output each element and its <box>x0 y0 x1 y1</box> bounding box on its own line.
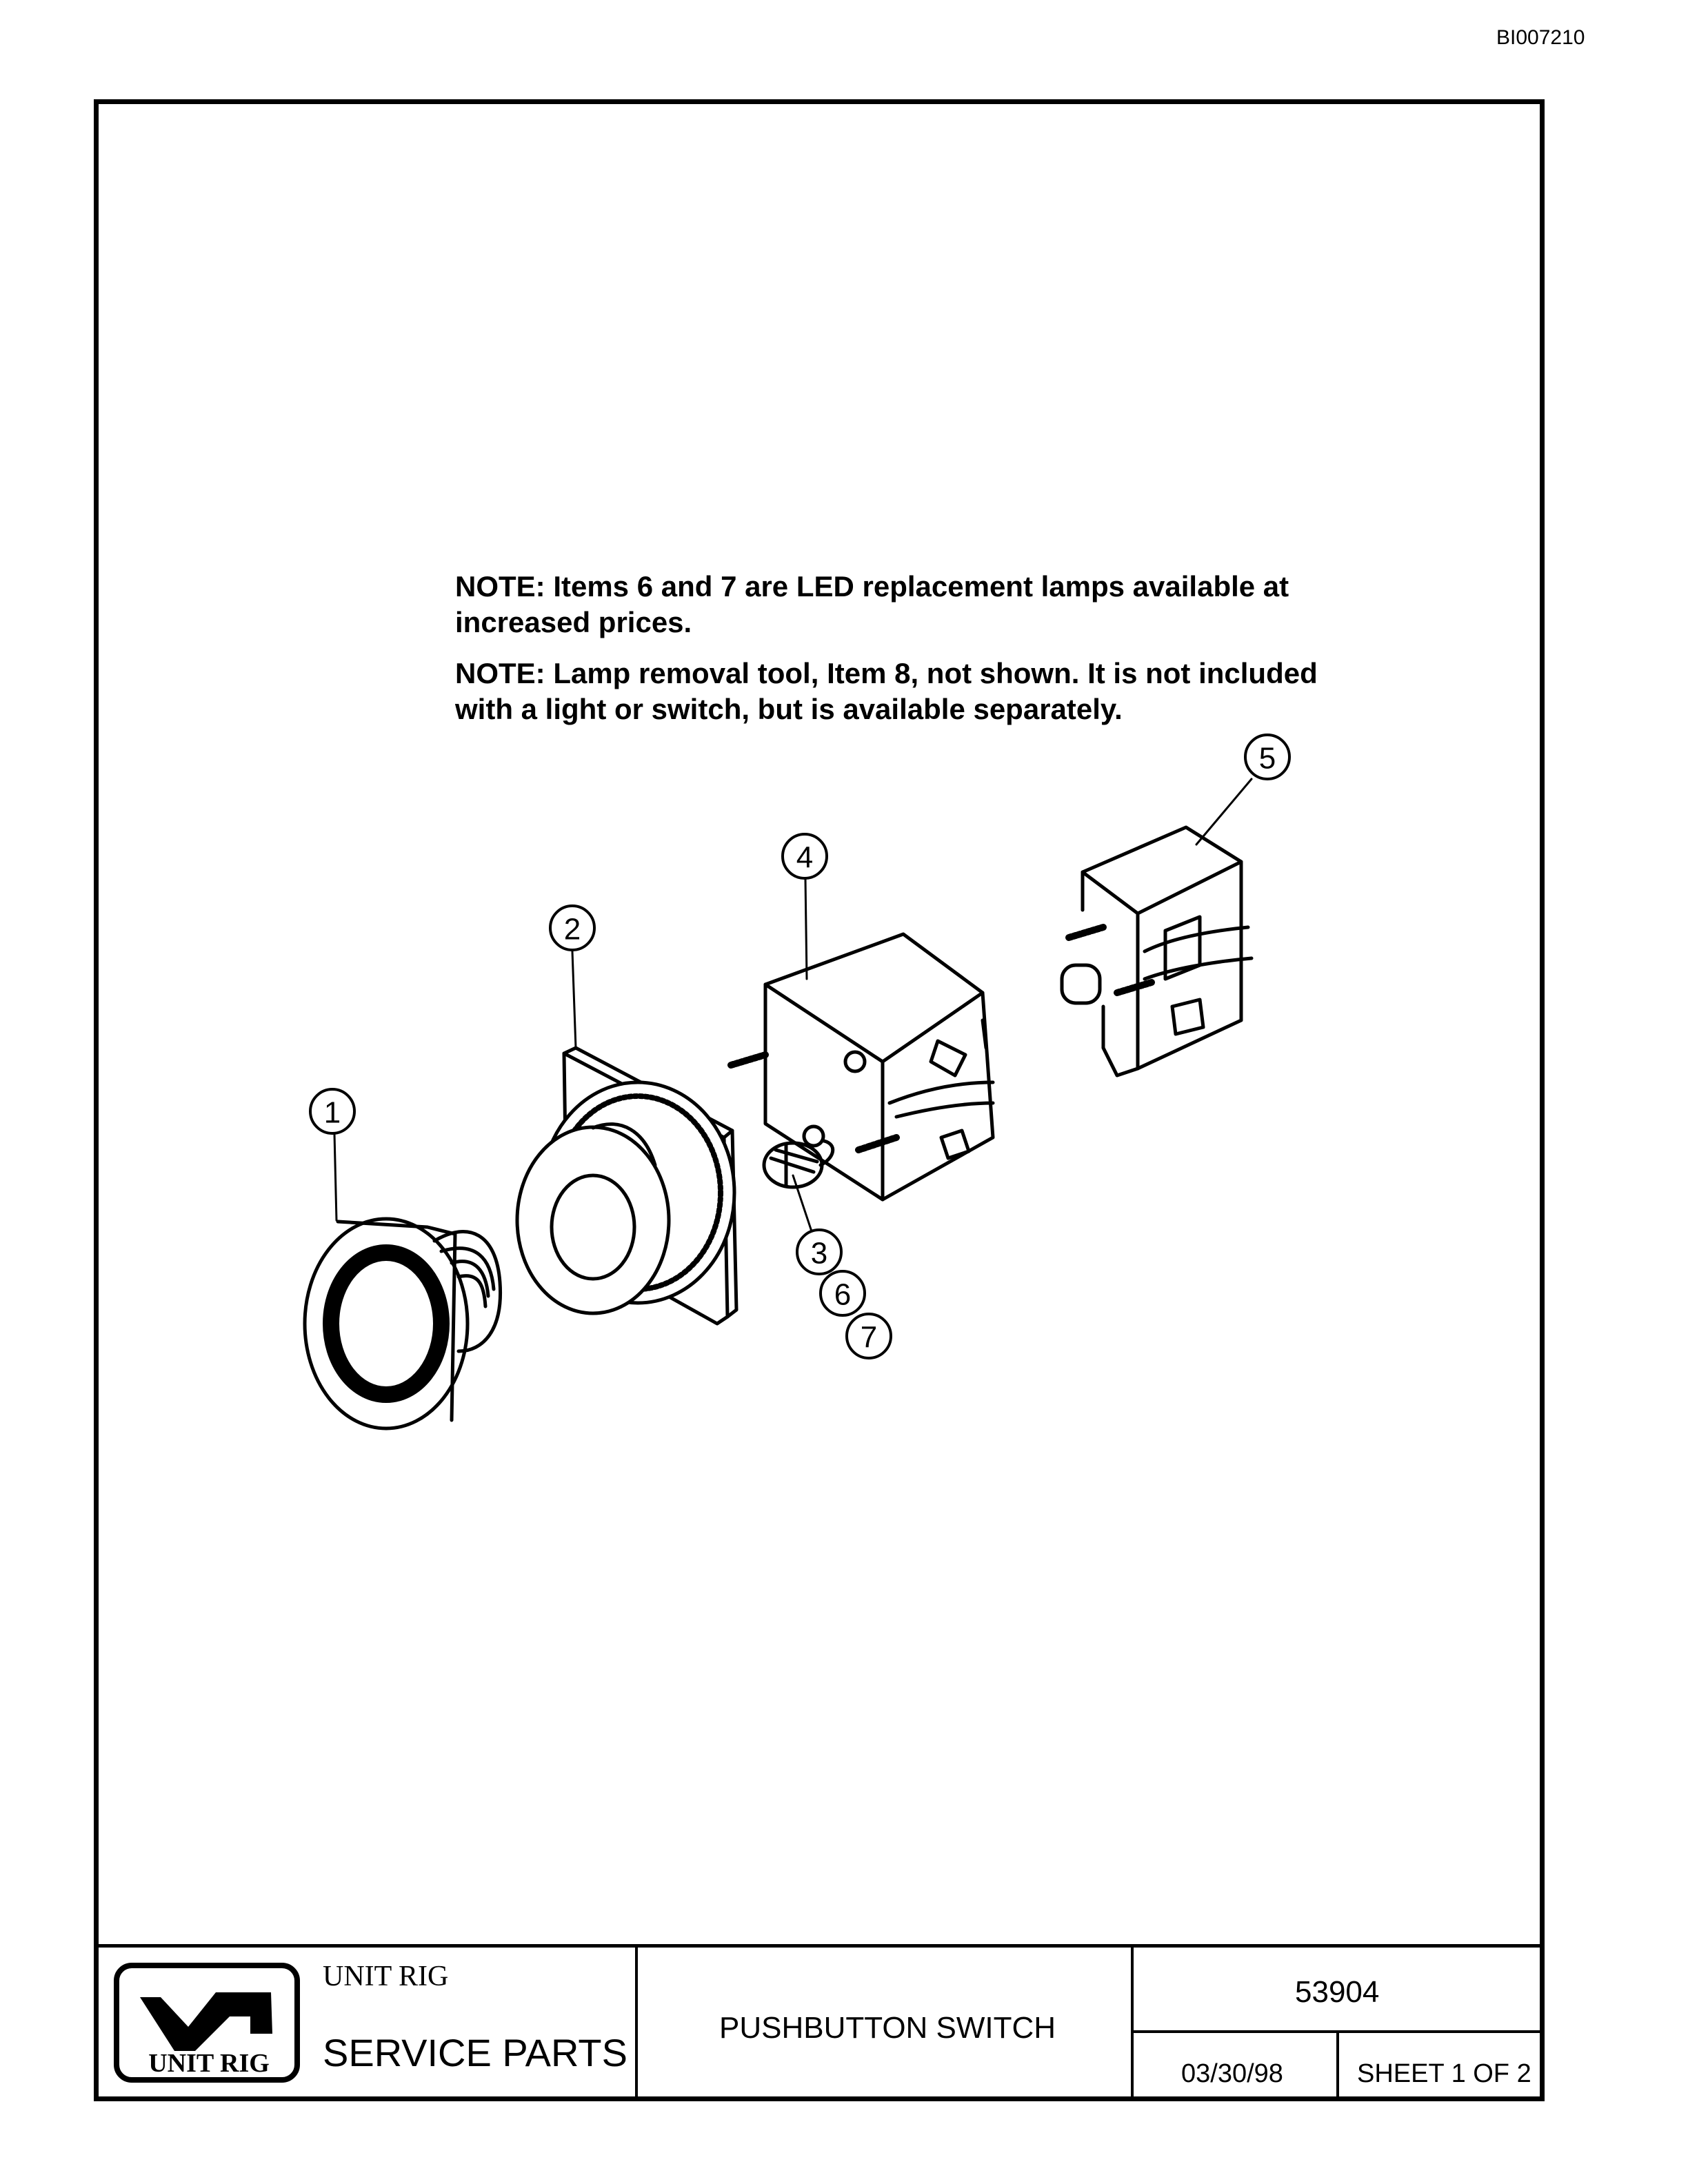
contact-block-part <box>1060 825 1254 1078</box>
note-led-lamps: NOTE: Items 6 and 7 are LED replacement … <box>455 570 1289 638</box>
divider <box>1336 2030 1339 2096</box>
callout-label: 5 <box>1259 742 1276 776</box>
department-title: SERVICE PARTS <box>323 2031 627 2074</box>
divider <box>1131 1948 1134 2096</box>
callout-1: 1 <box>309 1088 356 1135</box>
title-block: UNIT RIG UNIT RIG SERVICE PARTS PUSHBUTT… <box>99 1944 1540 2096</box>
company-logo: UNIT RIG <box>112 1961 305 2085</box>
notes-block: NOTE: Items 6 and 7 are LED replacement … <box>455 569 1365 742</box>
note-removal-tool: NOTE: Lamp removal tool, Item 8, not sho… <box>455 657 1318 725</box>
company-name: UNIT RIG <box>323 1961 449 1992</box>
callout-5: 5 <box>1244 734 1291 780</box>
lamp-module-part <box>727 932 995 1202</box>
sheet-number: SHEET 1 OF 2 <box>1357 2059 1531 2088</box>
document-id: BI007210 <box>1496 26 1585 49</box>
part-number: 53904 <box>1295 1975 1380 2009</box>
divider <box>635 1948 638 2096</box>
callout-label: 6 <box>834 1278 851 1312</box>
callout-label: 3 <box>811 1237 827 1271</box>
callout-6: 6 <box>819 1270 866 1317</box>
lamp-bulb-part <box>762 1139 834 1189</box>
operator-bezel-part <box>515 1046 738 1326</box>
callout-label: 7 <box>861 1321 877 1355</box>
divider <box>1131 2030 1540 2033</box>
part-name: PUSHBUTTON SWITCH <box>719 2011 1056 2045</box>
logo-wordmark: UNIT RIG <box>148 2049 270 2078</box>
callout-3: 3 <box>796 1228 843 1275</box>
drawing-frame <box>94 99 1545 2101</box>
callout-7: 7 <box>845 1313 892 1359</box>
callout-2: 2 <box>549 904 596 951</box>
callout-label: 1 <box>324 1096 341 1130</box>
callout-label: 4 <box>796 841 813 875</box>
lens-cap-part <box>303 1217 503 1430</box>
issue-date: 03/30/98 <box>1181 2059 1283 2088</box>
callout-label: 2 <box>564 913 581 947</box>
callout-4: 4 <box>781 833 828 880</box>
